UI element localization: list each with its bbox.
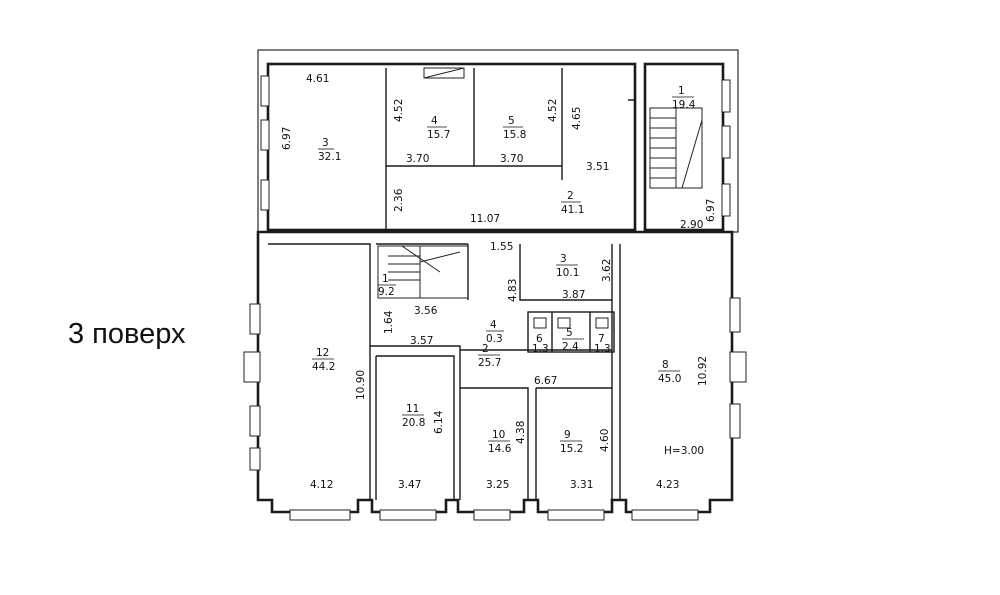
room-number: 1 [382, 273, 389, 285]
dimension-label: 4.52 [393, 99, 405, 122]
window [721, 79, 731, 113]
lower-outline [256, 230, 734, 514]
dimension-label: 4.60 [599, 429, 611, 452]
window [260, 75, 270, 107]
room-area: 25.7 [478, 357, 501, 369]
room-number: 8 [662, 359, 669, 371]
window [631, 509, 699, 521]
window [249, 303, 261, 335]
floor-label: 3 поверх [68, 318, 186, 350]
window [260, 119, 270, 151]
dimension-label: 10.92 [697, 356, 709, 386]
room-area: 1.3 [532, 343, 549, 355]
dimension-label: 4.61 [306, 73, 329, 85]
window [289, 509, 351, 521]
room-area: 0.3 [486, 333, 503, 345]
room-area: 1.3 [594, 343, 611, 355]
upper-stair [649, 107, 703, 189]
dimension-label: 3.57 [410, 335, 433, 347]
room-number: 1 [678, 85, 685, 97]
dimension-label: 3.70 [406, 153, 429, 165]
lower-block: 1 9.2 3 10.1 4 0.3 5 2.4 6 1.3 7 1.3 2 2… [243, 230, 747, 521]
dimension-label: 1.55 [490, 241, 513, 253]
window [260, 179, 270, 211]
dimension-label: 3.25 [486, 479, 509, 491]
window [473, 509, 511, 521]
upper-outline [257, 49, 739, 233]
bathroom-block [527, 311, 615, 353]
window [547, 509, 605, 521]
dimension-label: 2.90 [680, 219, 703, 231]
dimension-label: 11.07 [470, 213, 500, 225]
dimension-label: 2.36 [393, 188, 405, 212]
upper-partitions [385, 68, 635, 230]
room-number: 11 [406, 403, 419, 415]
dimension-label: 4.52 [547, 99, 559, 122]
dimension-label: 3.56 [414, 305, 438, 317]
dimension-label: 6.97 [705, 199, 717, 222]
room-area: 10.1 [556, 267, 579, 279]
upper-block: 3 32.1 4 15.7 5 15.8 2 41.1 1 19.4 4.61 … [257, 49, 739, 233]
room-area: 15.2 [560, 443, 583, 455]
vent-box [423, 67, 465, 79]
room-area: 15.8 [503, 129, 526, 141]
dimension-label: 3.47 [398, 479, 421, 491]
window [729, 297, 741, 333]
room-number: 2 [482, 343, 489, 355]
room-number: 5 [566, 327, 573, 339]
lower-stair [377, 245, 469, 299]
room-area: 44.2 [312, 361, 335, 373]
dimension-label: 4.38 [515, 421, 527, 444]
room-area: 41.1 [561, 204, 584, 216]
room-number: 9 [564, 429, 571, 441]
window [249, 405, 261, 437]
room-number: 6 [536, 333, 543, 345]
dimension-label: 6.67 [534, 375, 557, 387]
room-area: 45.0 [658, 373, 681, 385]
room-area: 2.4 [562, 341, 579, 353]
room-number: 3 [322, 137, 329, 149]
room-area: 20.8 [402, 417, 425, 429]
dimension-label: 6.97 [281, 127, 293, 150]
window [729, 403, 741, 439]
room-number: 4 [490, 319, 497, 331]
dimension-label: 4.12 [310, 479, 333, 491]
height-label: H=3.00 [664, 445, 704, 457]
dimension-label: 10.90 [355, 370, 367, 400]
room-area: 19.4 [672, 99, 696, 111]
dimension-label: 1.64 [383, 310, 395, 334]
dimension-label: 4.23 [656, 479, 679, 491]
room-area: 15.7 [427, 129, 450, 141]
room-number: 7 [598, 333, 605, 345]
room-number: 5 [508, 115, 515, 127]
dimension-label: 4.83 [507, 279, 519, 302]
room-number: 12 [316, 347, 329, 359]
room-area: 9.2 [378, 286, 395, 298]
room-number: 4 [431, 115, 438, 127]
window [243, 351, 261, 383]
dimension-label: 3.51 [586, 161, 609, 173]
dimension-label: 3.31 [570, 479, 593, 491]
window [249, 447, 261, 471]
room-area: 14.6 [488, 443, 512, 455]
dimension-label: 6.14 [433, 410, 445, 434]
room-number: 10 [492, 429, 505, 441]
window [729, 351, 747, 383]
room-number: 2 [567, 190, 574, 202]
dimension-label: 3.62 [601, 259, 613, 282]
window [721, 183, 731, 217]
window [379, 509, 437, 521]
window [721, 125, 731, 159]
dimension-label: 4.65 [571, 107, 583, 130]
dimension-label: 3.70 [500, 153, 523, 165]
room-number: 3 [560, 253, 567, 265]
room-area: 32.1 [318, 151, 341, 163]
dimension-label: 3.87 [562, 289, 585, 301]
